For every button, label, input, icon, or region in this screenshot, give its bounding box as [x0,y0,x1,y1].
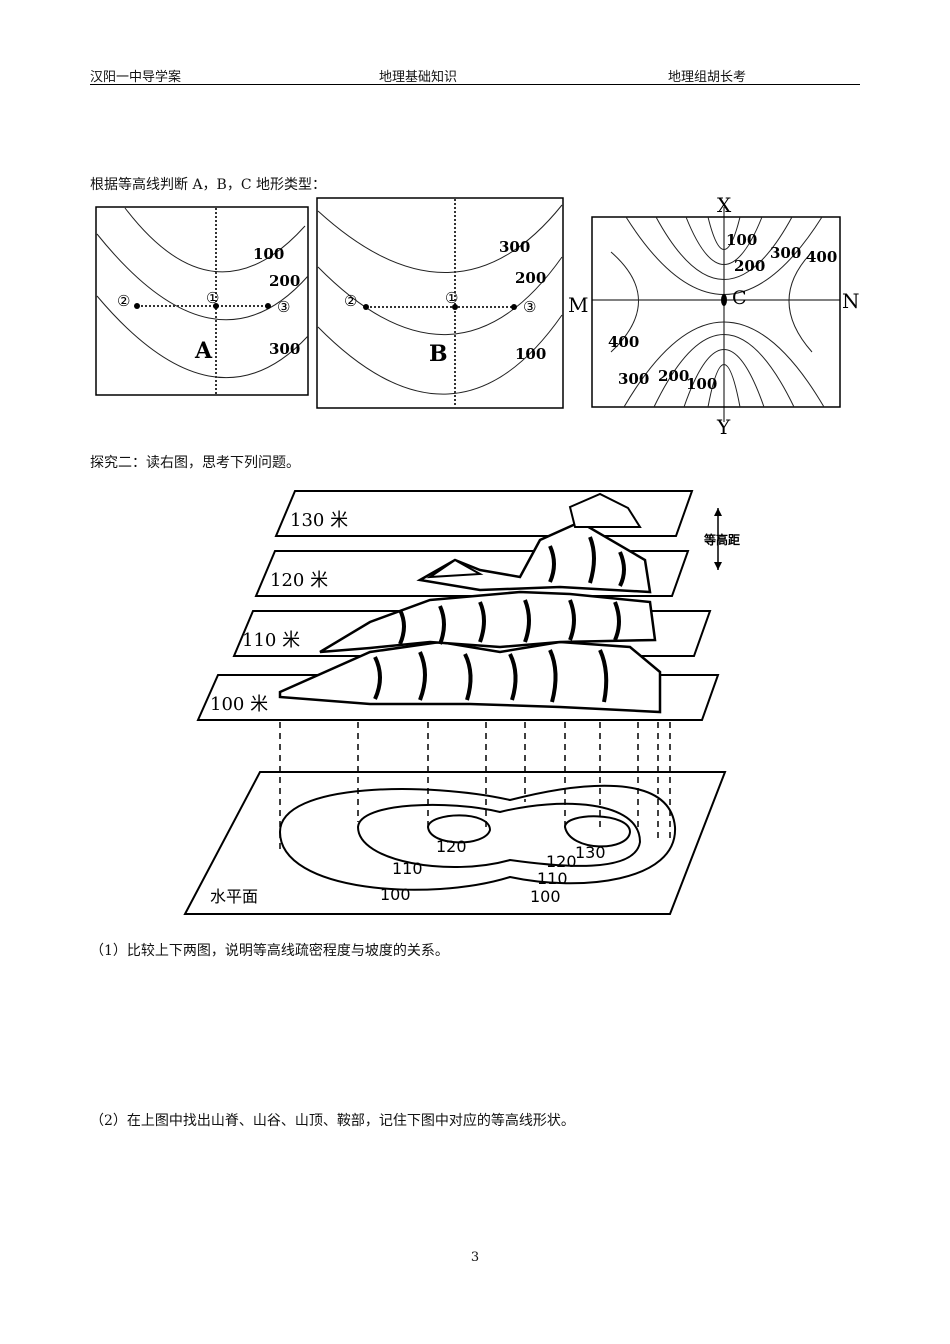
header-left: 汉阳一中导学案 [90,66,181,85]
fig-b-point-1: ① [445,289,458,307]
plane-label-120: 120 米 [270,570,328,591]
fig-a-point-1: ① [206,289,219,307]
fig-b-letter: B [429,341,448,367]
question-2: （2）在上图中找出山脊、山谷、山顶、鞍部，记住下图中对应的等高线形状。 [90,1110,575,1130]
header-center: 地理基础知识 [379,66,457,85]
fig-b-point-2: ② [344,292,357,310]
plane-label-130: 130 米 [290,510,348,531]
contour-interval-label: 等高距 [703,532,740,547]
question-1: （1）比较上下两图，说明等高线疏密程度与坡度的关系。 [90,940,449,960]
fig-c-top-300: 300 [770,244,801,262]
fig-c-top-200: 200 [734,257,765,275]
fig-c-bottom-100: 100 [686,375,717,393]
contour-figure-b: ② ① ③ 300 200 100 B [316,197,564,409]
fig-c-top-400: 400 [806,248,837,266]
fig-b-label-100: 100 [515,345,546,363]
fig-c-bottom-400: 400 [608,333,639,351]
header-right: 地理组胡长考 [668,66,746,85]
fig-c-axis-m: M [568,293,588,317]
fig-c-axis-y: Y [716,415,731,439]
fig-c-bottom-200: 200 [658,367,689,385]
map-label-100-left: 100 [380,885,411,904]
section2-intro: 探究二：读右图，思考下列问题。 [90,452,300,472]
plane-label-100: 100 米 [210,694,268,715]
section1-intro: 根据等高线判断 A，B，C 地形类型： [90,174,326,194]
map-label-110-right: 110 [537,869,568,888]
header-rule [90,84,860,85]
fig-a-label-100: 100 [253,245,284,263]
fig-b-label-200: 200 [515,269,546,287]
contour-3d-diagram: 130 米 120 米 110 米 100 米 等高距 120 110 100 … [180,482,760,922]
fig-c-top-100: 100 [726,231,757,249]
fig-c-letter: C [732,287,747,309]
fig-b-point-3: ③ [523,298,536,316]
fig-a-letter: A [194,338,213,364]
water-plane-label: 水平面 [210,887,258,906]
fig-a-point-3: ③ [277,298,290,316]
fig-a-label-200: 200 [269,272,300,290]
page-number: 3 [0,1250,950,1265]
contour-figure-c: X Y M N C 100 200 300 400 400 300 200 10… [566,192,862,442]
fig-c-axis-x: X [717,193,732,217]
fig-a-point-2: ② [117,292,130,310]
map-label-100-right: 100 [530,887,561,906]
fig-c-axis-n: N [842,289,860,313]
fig-a-label-300: 300 [269,340,300,358]
map-label-110-left: 110 [392,859,423,878]
fig-b-label-300: 300 [499,238,530,256]
contour-figure-a: ② ① ③ 100 200 300 A [95,206,309,396]
fig-c-bottom-300: 300 [618,370,649,388]
map-label-120-left: 120 [436,837,467,856]
map-label-130: 130 [575,843,606,862]
plane-label-110: 110 米 [242,630,300,651]
